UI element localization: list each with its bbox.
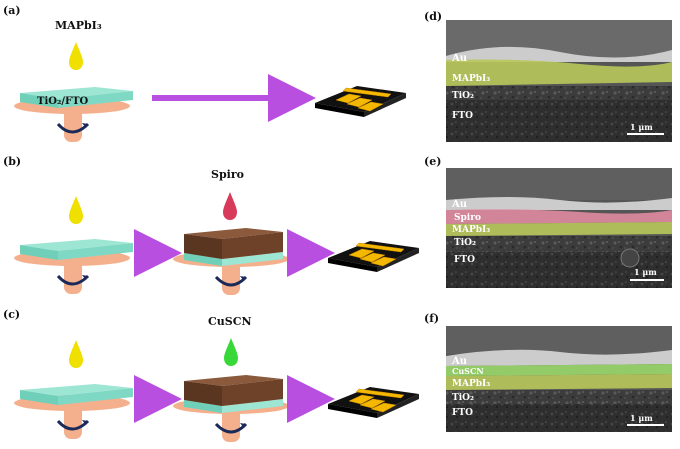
device-c <box>328 387 419 418</box>
sem-e-scale-label: 1 μm <box>634 267 657 277</box>
sem-e-particle <box>620 248 640 268</box>
sem-f-htl-label: CuSCN <box>452 366 484 376</box>
stack-c <box>184 375 283 413</box>
row-a: MAPbI₃ TiO₂/FTO <box>14 19 406 142</box>
device-b <box>328 241 419 272</box>
sem-f-mapbi3-label: MAPbI₃ <box>452 379 490 389</box>
precursor-label-mapbi3: MAPbI₃ <box>55 19 102 32</box>
sem-image-d: Au MAPbI₃ TiO₂ FTO 1 μm <box>446 20 672 142</box>
precursor-label-spiro: Spiro <box>211 168 244 181</box>
substrate-a <box>20 87 133 108</box>
precursor-label-cuscn: CuSCN <box>208 315 252 328</box>
sem-f-au-label: Au <box>451 356 467 367</box>
sem-image-e: Au Spiro MAPbI₃ TiO₂ FTO 1 μm <box>446 168 672 288</box>
sem-d-fto-label: FTO <box>452 111 473 121</box>
panel-label-f: (f) <box>424 312 439 325</box>
sem-e-tio2-label: TiO₂ <box>454 238 476 248</box>
panel-label-a: (a) <box>3 4 21 17</box>
sem-e-mapbi3-label: MAPbI₃ <box>452 225 490 235</box>
sem-e-fto-label: FTO <box>454 255 475 265</box>
panel-label-e: (e) <box>424 155 441 168</box>
droplet-cuscn-icon <box>224 338 238 366</box>
panel-label-c: (c) <box>3 308 20 321</box>
panel-label-b: (b) <box>3 155 21 168</box>
stack-b <box>184 228 283 266</box>
panel-label-d: (d) <box>424 10 442 23</box>
droplet-mapbi3-icon <box>69 42 83 70</box>
sem-e-htl-label: Spiro <box>454 213 481 223</box>
sem-d-au-label: Au <box>451 53 467 64</box>
substrate-label: TiO₂/FTO <box>37 96 89 107</box>
sem-d-scale-label: 1 μm <box>630 122 653 132</box>
droplet-mapbi3-c-icon <box>69 340 83 368</box>
substrate-b <box>20 239 133 260</box>
sem-f-fto-label: FTO <box>452 408 473 418</box>
row-b: Spiro <box>14 168 419 295</box>
sem-image-f: Au CuSCN MAPbI₃ TiO₂ FTO 1 μm <box>446 326 672 432</box>
device-a <box>315 86 406 117</box>
droplet-mapbi3-b-icon <box>69 196 83 224</box>
droplet-spiro-icon <box>223 192 237 220</box>
sem-d-mapbi3-label: MAPbI₃ <box>452 74 490 84</box>
sem-f-scale-label: 1 μm <box>630 413 653 423</box>
substrate-c <box>20 384 133 405</box>
sem-e-au-label: Au <box>451 199 467 210</box>
sem-f-tio2-label: TiO₂ <box>452 393 474 403</box>
sem-d-tio2-label: TiO₂ <box>452 91 474 101</box>
row-c: CuSCN <box>14 315 419 442</box>
